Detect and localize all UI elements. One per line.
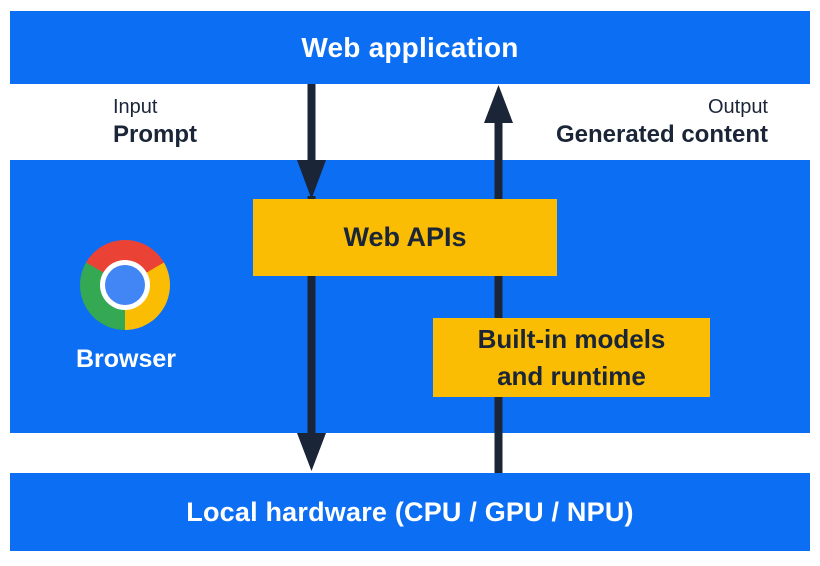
web-apis-box: Web APIs xyxy=(253,199,557,276)
local-hardware-label: Local hardware (CPU / GPU / NPU) xyxy=(186,496,634,527)
web-apis-label: Web APIs xyxy=(343,222,467,252)
input-value-prompt: Prompt xyxy=(113,121,197,148)
input-label-group: Input Prompt xyxy=(113,95,197,150)
input-title: Input xyxy=(113,96,158,118)
chrome-logo-blue-center xyxy=(105,265,145,305)
builtin-models-label: Built-in models and runtime xyxy=(477,323,666,391)
output-value-generated-content: Generated content xyxy=(555,121,768,148)
output-title: Output xyxy=(707,96,768,118)
chrome-logo-icon xyxy=(80,240,170,330)
local-hardware-bar: Local hardware (CPU / GPU / NPU) xyxy=(10,473,810,551)
browser-label: Browser xyxy=(75,345,177,373)
output-label-group: Output Generated content xyxy=(556,95,768,150)
builtin-models-box: Built-in models and runtime xyxy=(433,318,710,397)
web-application-label: Web application xyxy=(301,31,519,63)
web-application-bar: Web application xyxy=(10,11,810,84)
